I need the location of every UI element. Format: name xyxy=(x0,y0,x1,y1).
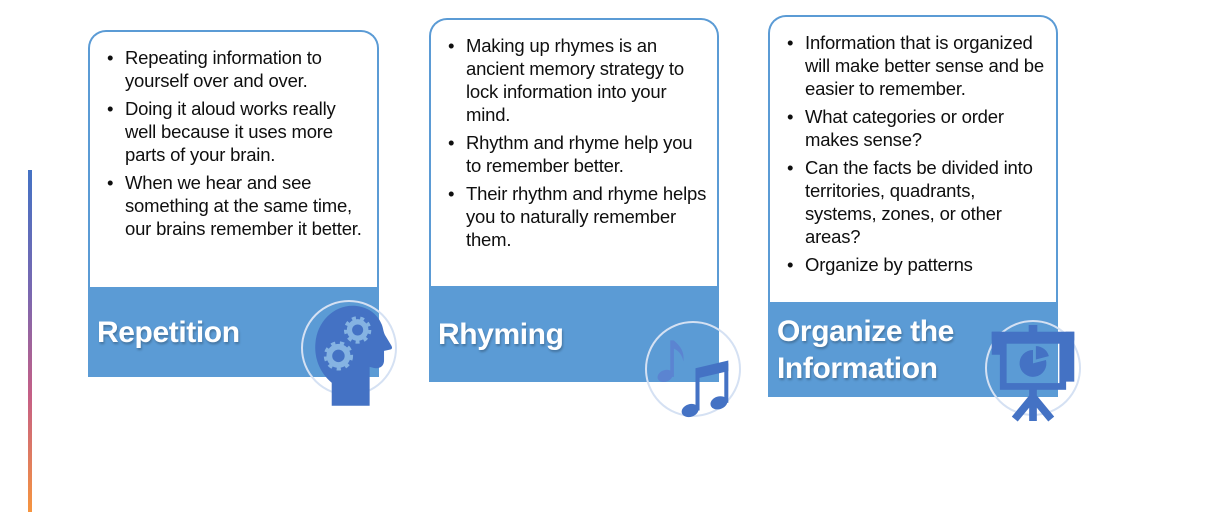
gear-icon xyxy=(323,341,354,371)
presentation-chart-icon xyxy=(991,325,1075,422)
card-title: Rhyming xyxy=(438,317,564,351)
card-organize-body: Information that is organized will make … xyxy=(768,15,1058,302)
card-title: Organize the Information xyxy=(777,314,954,385)
eighth-note-icon xyxy=(657,340,684,383)
bullet-list: Making up rhymes is an ancient memory st… xyxy=(445,34,707,251)
card-repetition: Repeating information to yourself over a… xyxy=(88,30,397,406)
icon-circle xyxy=(301,300,397,406)
pie-chart-icon xyxy=(1019,346,1049,377)
card-repetition-body: Repeating information to yourself over a… xyxy=(88,30,379,287)
bullet-item: What categories or order makes sense? xyxy=(784,105,1046,151)
card-rhyming-body: Making up rhymes is an ancient memory st… xyxy=(429,18,719,286)
bullet-item: Their rhythm and rhyme helps you to natu… xyxy=(445,182,707,251)
beamed-notes-icon xyxy=(681,360,729,418)
bullet-list: Repeating information to yourself over a… xyxy=(104,46,367,240)
icon-circle xyxy=(645,321,741,418)
bullet-item: Organize by patterns xyxy=(784,253,1046,276)
card-rhyming: Making up rhymes is an ancient memory st… xyxy=(429,18,741,418)
accent-gradient-line xyxy=(28,170,32,512)
bullet-item: Can the facts be divided into territorie… xyxy=(784,156,1046,248)
bullet-item: When we hear and see something at the sa… xyxy=(104,171,367,240)
bullet-item: Information that is organized will make … xyxy=(784,31,1046,100)
icon-circle xyxy=(985,320,1081,422)
card-organize: Information that is organized will make … xyxy=(768,15,1081,422)
bullet-item: Rhythm and rhyme help you to remember be… xyxy=(445,131,707,177)
bullet-item: Repeating information to yourself over a… xyxy=(104,46,367,92)
head-gears-icon xyxy=(315,305,393,406)
bullet-item: Doing it aloud works really well because… xyxy=(104,97,367,166)
bullet-item: Making up rhymes is an ancient memory st… xyxy=(445,34,707,126)
card-title: Repetition xyxy=(97,315,240,349)
bullet-list: Information that is organized will make … xyxy=(784,31,1046,276)
music-notes-icon xyxy=(657,340,729,418)
